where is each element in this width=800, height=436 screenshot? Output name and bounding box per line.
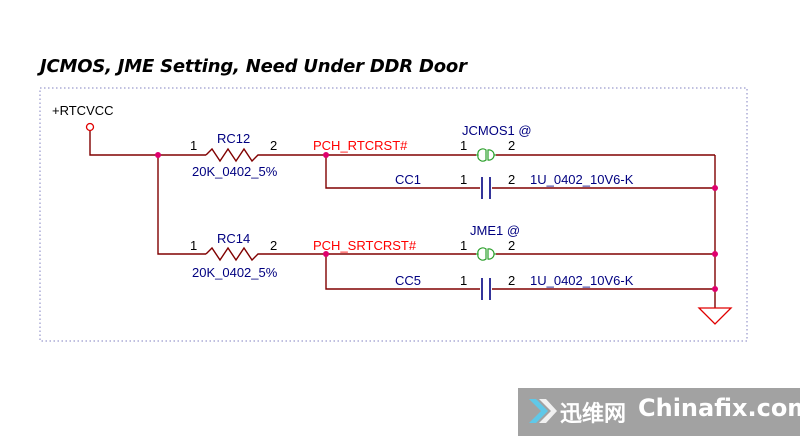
jumper-jme1: 1 2 JME1 @ xyxy=(460,223,520,261)
schematic-title: JCMOS, JME Setting, Need Under DDR Door xyxy=(40,56,467,77)
net-label-pch-rtcrst: PCH_RTCRST# xyxy=(313,138,408,153)
rc14-pin1: 1 xyxy=(190,238,197,253)
ground-icon xyxy=(697,307,733,325)
net-label-pch-srtcrst: PCH_SRTCRST# xyxy=(313,238,417,253)
cc5-value: 1U_0402_10V6-K xyxy=(530,273,634,288)
cc5-pin1: 1 xyxy=(460,273,467,288)
jumper-icon xyxy=(476,148,487,162)
rc14-value: 20K_0402_5% xyxy=(192,265,278,280)
junction-dot xyxy=(155,152,161,158)
power-rtcvcc: +RTCVCC xyxy=(52,103,114,132)
wire-cc1-pin1 xyxy=(325,155,480,189)
rc12-pin2: 2 xyxy=(270,138,277,153)
cc1-value: 1U_0402_10V6-K xyxy=(530,172,634,187)
cc5-pin2: 2 xyxy=(508,273,515,288)
junction-dot xyxy=(712,286,718,292)
jcmos1-ref: JCMOS1 @ xyxy=(462,123,532,138)
rc12-pin1: 1 xyxy=(190,138,197,153)
cc1-ref: CC1 xyxy=(395,172,421,187)
jumper-icon xyxy=(476,247,487,261)
resistor-rc14: 1 2 RC14 20K_0402_5% PCH_SRTCRST# xyxy=(190,231,417,280)
junction-dot xyxy=(712,185,718,191)
jcmos1-pin2: 2 xyxy=(508,138,515,153)
power-net-label: +RTCVCC xyxy=(52,103,114,118)
resistor-icon xyxy=(205,147,262,163)
watermark-banner xyxy=(518,388,800,436)
resistor-rc12: 1 2 RC12 20K_0402_5% PCH_RTCRST# xyxy=(190,131,408,179)
wire-vcc-rc14 xyxy=(157,155,206,255)
chinafix-logo-icon xyxy=(529,399,557,423)
jme1-pin2: 2 xyxy=(508,238,515,253)
jcmos1-pin1: 1 xyxy=(460,138,467,153)
power-port-icon xyxy=(85,122,95,132)
junction-dot xyxy=(712,251,718,257)
wires xyxy=(89,131,716,308)
sheet-border xyxy=(39,87,748,342)
junctions xyxy=(155,152,718,292)
rc12-value: 20K_0402_5% xyxy=(192,164,278,179)
watermark-cn-text: 迅维网 xyxy=(560,402,627,427)
wire-cc5-pin1 xyxy=(325,254,480,290)
cc1-pin1: 1 xyxy=(460,172,467,187)
cc1-pin2: 2 xyxy=(508,172,515,187)
junction-dot xyxy=(323,251,329,257)
jumper-icon xyxy=(487,149,496,161)
wire-vcc-rc12 xyxy=(89,131,206,156)
jumper-icon xyxy=(487,248,496,260)
jme1-pin1: 1 xyxy=(460,238,467,253)
junction-dot xyxy=(323,152,329,158)
capacitor-cc5: 1 2 CC5 1U_0402_10V6-K xyxy=(395,273,634,300)
rc12-ref: RC12 xyxy=(217,131,250,146)
rc14-pin2: 2 xyxy=(270,238,277,253)
watermark-en-text: Chinafix.com xyxy=(638,394,800,422)
cc5-ref: CC5 xyxy=(395,273,421,288)
jumper-jcmos1: 1 2 JCMOS1 @ xyxy=(460,123,532,162)
capacitor-cc1: 1 2 CC1 1U_0402_10V6-K xyxy=(395,172,634,199)
resistor-icon xyxy=(205,246,262,262)
rc14-ref: RC14 xyxy=(217,231,250,246)
jme1-ref: JME1 @ xyxy=(470,223,520,238)
